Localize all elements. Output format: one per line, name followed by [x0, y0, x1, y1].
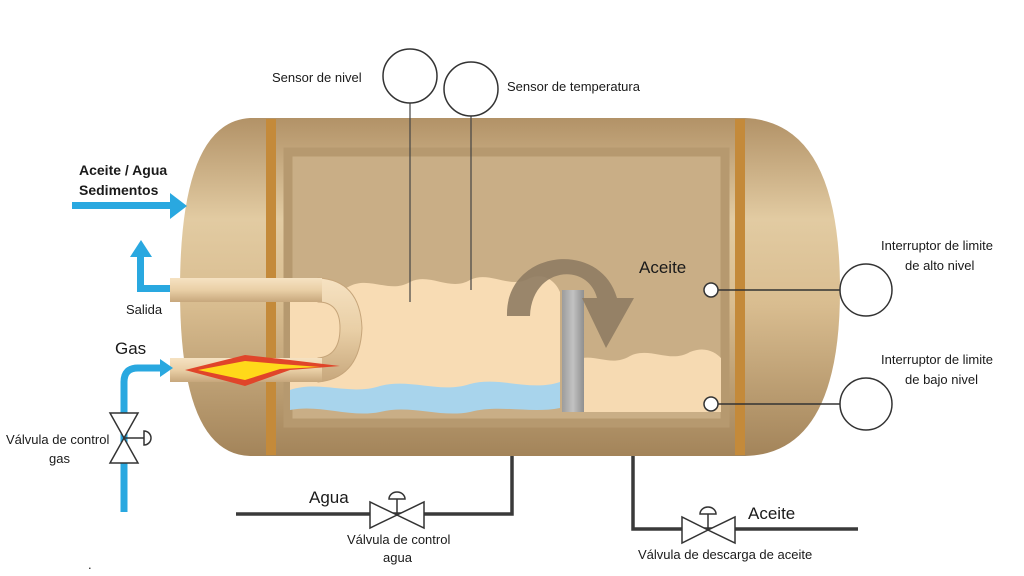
flame-icon	[185, 355, 340, 386]
label-valvula-gas-linea2: gas	[49, 451, 70, 466]
label-aceite-salida: Aceite	[748, 504, 795, 523]
outlet-arrow-icon	[130, 240, 170, 292]
oil-discharge-line	[631, 456, 858, 531]
label-valvula-agua-linea2: agua	[383, 550, 413, 565]
label-interruptor-alto-linea2: de alto nivel	[905, 258, 974, 273]
label-gas: Gas	[115, 339, 146, 358]
fire-tube-upper	[170, 278, 322, 302]
oil-discharge-valve-icon	[681, 506, 736, 545]
tank-band-right	[735, 119, 745, 455]
label-punto: .	[88, 557, 92, 572]
label-sensor-nivel: Sensor de nivel	[272, 70, 362, 85]
label-interruptor-alto-linea1: Interruptor de limite	[881, 238, 993, 253]
water-zone	[290, 381, 560, 414]
label-entrada-linea1: Aceite / Agua	[79, 162, 167, 178]
label-agua: Agua	[309, 488, 349, 507]
low-level-switch	[703, 377, 893, 431]
level-sensor-dial	[382, 48, 438, 104]
label-interruptor-bajo-linea1: Interruptor de limite	[881, 352, 993, 367]
circulation-arrow-icon	[506, 259, 634, 348]
temperature-sensor-dial	[443, 61, 499, 117]
high-level-switch-probe	[703, 282, 719, 298]
water-drain-line	[236, 456, 514, 516]
label-valvula-agua-linea1: Válvula de control	[347, 532, 450, 547]
label-valvula-gas-linea1: Válvula de control	[6, 432, 109, 447]
label-entrada-linea2: Sedimentos	[79, 182, 159, 198]
gas-supply-pipe	[120, 359, 173, 512]
label-aceite-interior: Aceite	[639, 258, 686, 277]
label-sensor-temperatura: Sensor de temperatura	[507, 79, 641, 94]
low-level-switch-probe	[703, 396, 719, 412]
tank	[170, 118, 840, 456]
gas-control-valve-icon	[108, 412, 152, 464]
level-sensor	[382, 48, 438, 302]
temperature-sensor	[443, 61, 499, 290]
oil-zone-right	[575, 349, 721, 412]
high-level-switch-dial	[839, 263, 893, 317]
low-level-switch-dial	[839, 377, 893, 431]
label-interruptor-bajo-linea2: de bajo nivel	[905, 372, 978, 387]
high-level-switch	[703, 263, 893, 317]
water-control-valve-icon	[369, 491, 425, 530]
label-valvula-descarga: Válvula de descarga de aceite	[638, 547, 812, 562]
inlet-arrow-icon	[72, 193, 187, 219]
label-salida: Salida	[126, 302, 163, 317]
baffle-plate	[562, 290, 584, 412]
